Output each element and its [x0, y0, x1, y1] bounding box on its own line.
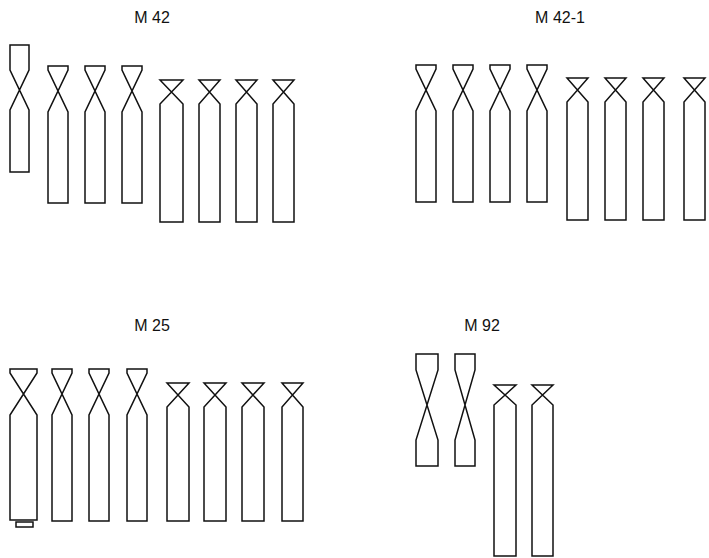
chromosome: [567, 78, 588, 220]
karyotype-label: M 42-1: [535, 10, 585, 26]
chromosome: [416, 65, 436, 202]
chromosome: [89, 369, 109, 521]
chromosome: [455, 354, 475, 466]
chromosome: [160, 80, 183, 222]
chromosome: [273, 80, 294, 222]
chromosome: [242, 383, 264, 521]
karyotype-label: M 42: [134, 10, 170, 26]
chromosome: [204, 383, 226, 521]
chromosome: [494, 385, 516, 556]
chromosome: [453, 65, 473, 202]
chromosome: [52, 369, 72, 521]
karyotype-label: M 92: [464, 318, 500, 334]
chromosome: [167, 383, 189, 521]
chromosome: [122, 66, 142, 203]
chromosome: [85, 66, 105, 203]
chromosome: [527, 65, 547, 202]
chromosome: [416, 354, 438, 466]
chromosome: [127, 369, 147, 521]
chromosome-fragment: [16, 522, 33, 527]
chromosome: [643, 78, 664, 220]
chromosome: [199, 80, 220, 222]
chromosome: [10, 45, 29, 172]
chromosome: [10, 369, 37, 520]
karyotype-label: M 25: [134, 318, 170, 334]
chromosome: [605, 78, 626, 220]
chromosome: [490, 65, 510, 202]
chromosome: [48, 66, 68, 203]
chromosome: [236, 80, 257, 222]
chromosome: [532, 385, 553, 556]
chromosome: [282, 383, 303, 521]
chromosome: [684, 78, 705, 220]
